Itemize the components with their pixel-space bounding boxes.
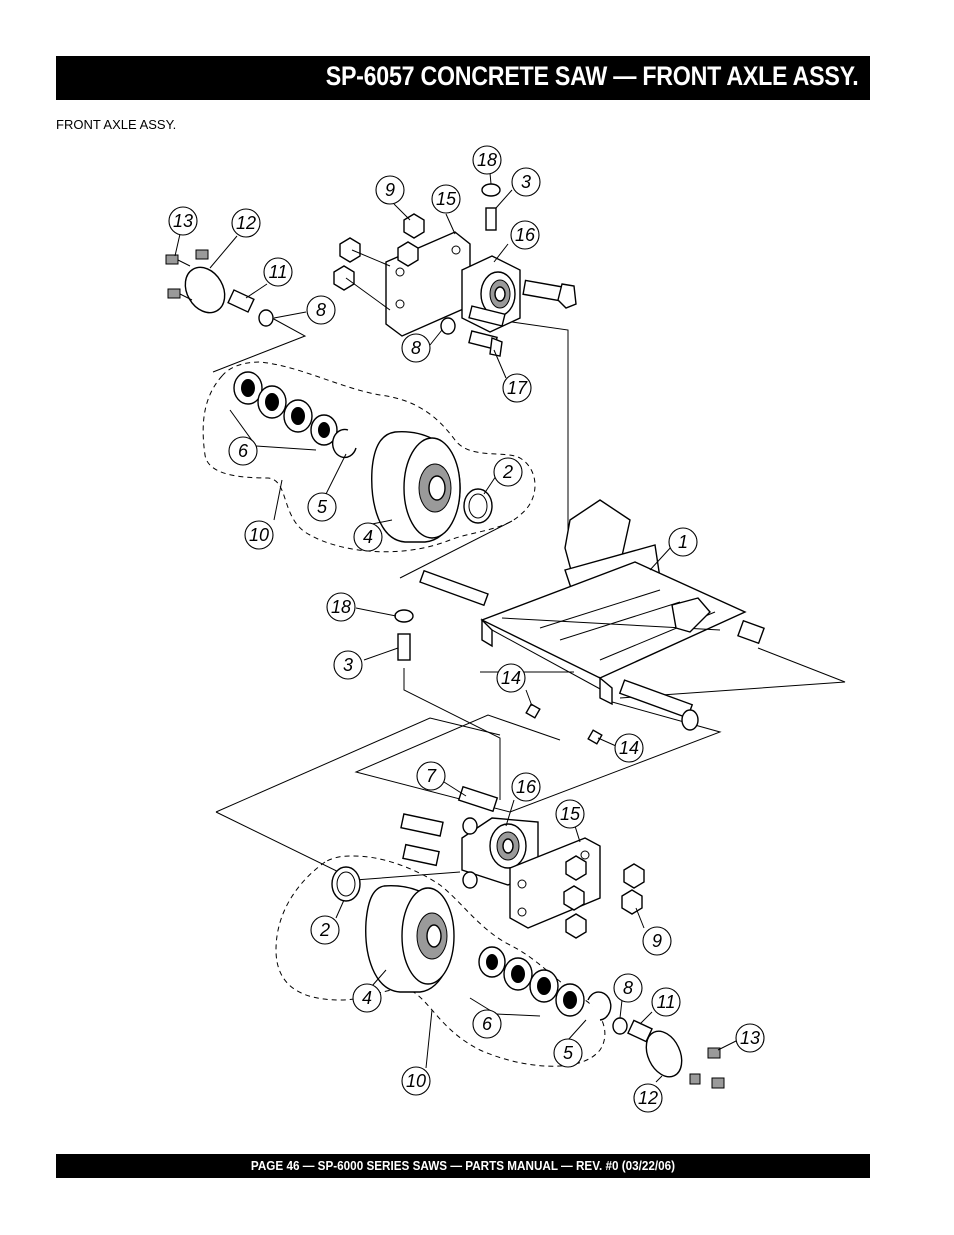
callout-11-top: 11	[263, 257, 293, 287]
callout-12-bottom: 12	[633, 1083, 663, 1113]
callout-4-bottom: 4	[352, 983, 382, 1013]
callout-8-top: 8	[306, 295, 336, 325]
svg-text:12: 12	[236, 213, 256, 233]
top-shim	[463, 488, 493, 524]
svg-text:6: 6	[482, 1014, 493, 1034]
bottom-bracket-assembly	[400, 785, 645, 939]
svg-text:11: 11	[269, 262, 288, 282]
callout-8-top-right: 8	[401, 333, 431, 363]
svg-text:8: 8	[411, 338, 421, 358]
svg-text:9: 9	[385, 180, 395, 200]
callout-7: 7	[416, 761, 446, 791]
svg-text:5: 5	[563, 1043, 574, 1063]
svg-text:18: 18	[331, 597, 351, 617]
svg-text:7: 7	[426, 766, 437, 786]
svg-text:2: 2	[502, 462, 513, 482]
svg-text:12: 12	[638, 1088, 658, 1108]
top-wheel	[371, 431, 461, 543]
svg-text:16: 16	[515, 225, 536, 245]
top-snap-ring	[331, 428, 357, 459]
set-screw-14-right	[587, 729, 603, 745]
callout-16-top: 16	[510, 220, 540, 250]
callout-12-top: 12	[231, 208, 261, 238]
callout-9-bottom: 9	[642, 926, 672, 956]
top-bracket-assembly	[333, 183, 577, 357]
bottom-wheel	[365, 885, 455, 993]
svg-text:3: 3	[343, 655, 353, 675]
svg-text:8: 8	[623, 978, 633, 998]
bottom-washer-8	[612, 1017, 628, 1035]
bottom-shim	[331, 866, 361, 902]
title-bar: SP-6057 CONCRETE SAW — FRONT AXLE ASSY.	[56, 56, 870, 100]
svg-text:17: 17	[507, 378, 528, 398]
callout-2-bottom: 2	[310, 915, 340, 945]
callout-8-bottom: 8	[613, 973, 643, 1003]
diagram-subtitle: FRONT AXLE ASSY.	[56, 117, 177, 132]
grease-fitting-middle	[397, 633, 411, 661]
svg-text:3: 3	[521, 172, 531, 192]
svg-text:11: 11	[657, 992, 676, 1012]
set-screw-14-left	[525, 703, 541, 719]
callout-9-top: 9	[375, 175, 405, 205]
svg-text:8: 8	[316, 300, 326, 320]
callout-15-top: 15	[431, 184, 461, 214]
svg-text:13: 13	[740, 1028, 760, 1048]
callout-5-bottom: 5	[553, 1038, 583, 1068]
bearing-group-outline-top	[202, 361, 536, 553]
bottom-bearings	[478, 946, 585, 1017]
svg-text:10: 10	[249, 525, 269, 545]
callout-1: 1	[668, 527, 698, 557]
page-title: SP-6057 CONCRETE SAW — FRONT AXLE ASSY.	[325, 61, 858, 91]
svg-text:13: 13	[173, 211, 193, 231]
svg-text:1: 1	[678, 532, 688, 552]
footer-bar: PAGE 46 — SP-6000 SERIES SAWS — PARTS MA…	[56, 1154, 870, 1178]
svg-text:15: 15	[560, 804, 581, 824]
top-bearings	[233, 371, 338, 446]
callout-10-bottom: 10	[401, 1066, 431, 1096]
svg-text:10: 10	[406, 1071, 426, 1091]
bearing-group-outline-bottom	[275, 855, 606, 1067]
svg-text:14: 14	[619, 738, 639, 758]
svg-text:14: 14	[501, 668, 521, 688]
axle-frame	[419, 499, 765, 731]
bottom-hub-cap	[645, 1030, 683, 1078]
bottom-snap-ring	[587, 991, 612, 1021]
callout-2-top: 2	[493, 457, 523, 487]
svg-text:6: 6	[238, 441, 249, 461]
callout-13-bottom: 13	[735, 1023, 765, 1053]
callout-leaders	[174, 172, 739, 1083]
svg-text:5: 5	[317, 497, 328, 517]
svg-text:16: 16	[516, 777, 537, 797]
callout-17: 17	[502, 373, 532, 403]
svg-text:15: 15	[436, 189, 457, 209]
callout-18-top: 18	[472, 145, 502, 175]
callout-13-top: 13	[168, 206, 198, 236]
callout-11-bottom: 11	[651, 987, 681, 1017]
svg-text:18: 18	[477, 150, 497, 170]
callout-15-bottom: 15	[555, 799, 585, 829]
grease-cap-middle	[394, 609, 414, 623]
callout-3-middle: 3	[333, 650, 363, 680]
callout-4-top: 4	[353, 522, 383, 552]
callout-16-bottom: 16	[511, 772, 541, 802]
svg-text:2: 2	[319, 920, 330, 940]
top-hub-cap	[165, 249, 274, 327]
page-footer: PAGE 46 — SP-6000 SERIES SAWS — PARTS MA…	[250, 1158, 676, 1173]
svg-text:9: 9	[652, 931, 662, 951]
callout-3-top: 3	[511, 167, 541, 197]
callout-14-left: 14	[496, 663, 526, 693]
callout-6-bottom: 6	[472, 1009, 502, 1039]
assembly-lines	[212, 317, 846, 881]
callout-10-top: 10	[244, 520, 274, 550]
callout-6-top: 6	[228, 436, 258, 466]
callout-14-right: 14	[614, 733, 644, 763]
svg-text:4: 4	[362, 988, 372, 1008]
callout-5-top: 5	[307, 492, 337, 522]
svg-text:4: 4	[363, 527, 373, 547]
callout-18-middle: 18	[326, 592, 356, 622]
